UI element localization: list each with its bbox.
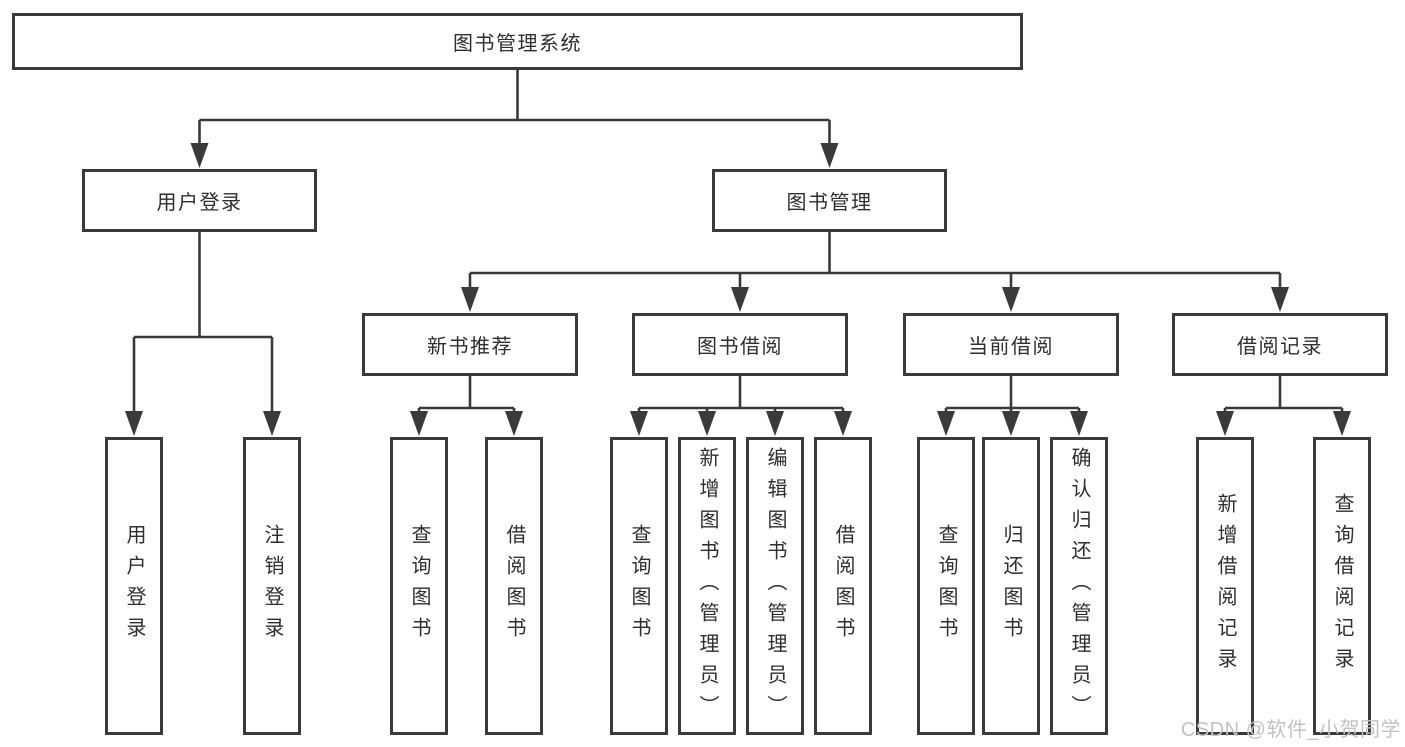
- node-new-book-recommend: 新书推荐: [362, 313, 578, 376]
- node-book-borrow-label: 图书借阅: [697, 336, 783, 358]
- arrowhead: [1070, 411, 1088, 436]
- leaf-label: 确认归还（管理员）: [1068, 446, 1090, 726]
- node-new-book-recommend-label: 新书推荐: [427, 336, 513, 358]
- arrowhead: [834, 411, 852, 436]
- arrowhead: [766, 411, 784, 436]
- leaf-label: 归还图书: [1000, 524, 1022, 648]
- arrowhead: [125, 411, 143, 436]
- leaf-edit-book-admin: 编辑图书（管理员）: [746, 437, 804, 735]
- leaf-query-borrow-record: 查询借阅记录: [1313, 437, 1371, 735]
- arrowhead: [263, 411, 281, 436]
- node-root-label: 图书管理系统: [453, 33, 582, 55]
- leaf-query-book: 查询图书: [917, 437, 975, 735]
- csdn-watermark: CSDN @软件_小贺同学: [1180, 719, 1401, 741]
- arrowhead: [630, 411, 648, 436]
- connector-current-borrow-to-leaves: [937, 376, 1088, 436]
- leaf-label: 新增图书（管理员）: [696, 446, 718, 726]
- arrowhead: [937, 411, 955, 436]
- leaf-label: 注销登录: [261, 524, 283, 648]
- arrowhead: [698, 411, 716, 436]
- leaf-label: 新增借阅记录: [1214, 493, 1236, 679]
- leaf-label: 借阅图书: [503, 524, 525, 648]
- connector-root-to-level2: [190, 70, 839, 168]
- arrowhead: [190, 143, 209, 168]
- node-current-borrow: 当前借阅: [903, 313, 1119, 376]
- node-user-login: 用户登录: [82, 169, 317, 232]
- leaf-label: 查询借阅记录: [1331, 493, 1353, 679]
- arrowhead: [1271, 287, 1289, 312]
- connector-book-management-to-level3: [461, 232, 1289, 312]
- node-book-management: 图书管理: [712, 169, 947, 232]
- arrowhead: [410, 411, 428, 436]
- arrowhead: [461, 287, 479, 312]
- node-root: 图书管理系统: [12, 13, 1023, 70]
- leaf-query-book: 查询图书: [610, 437, 668, 735]
- leaf-user-login: 用户登录: [105, 437, 163, 735]
- leaf-label: 查询图书: [935, 524, 957, 648]
- connector-book-borrow-to-leaves: [630, 376, 852, 436]
- leaf-confirm-return-admin: 确认归还（管理员）: [1050, 437, 1108, 735]
- arrowhead: [1333, 411, 1351, 436]
- node-user-login-label: 用户登录: [156, 192, 243, 214]
- leaf-label: 查询图书: [628, 524, 650, 648]
- arrowhead: [505, 411, 523, 436]
- arrowhead: [820, 143, 839, 168]
- arrowhead: [1002, 411, 1020, 436]
- leaf-return-book: 归还图书: [982, 437, 1040, 735]
- connector-user-login-to-leaves: [125, 232, 281, 436]
- leaf-query-book: 查询图书: [390, 437, 448, 735]
- connector-new-book-recommend-to-leaves: [410, 376, 523, 436]
- node-book-borrow: 图书借阅: [632, 313, 848, 376]
- node-book-management-label: 图书管理: [786, 192, 873, 214]
- node-current-borrow-label: 当前借阅: [968, 336, 1054, 358]
- connector-borrow-record-to-leaves: [1216, 376, 1351, 436]
- leaf-add-borrow-record: 新增借阅记录: [1196, 437, 1254, 735]
- leaf-borrow-book: 借阅图书: [814, 437, 872, 735]
- arrowhead: [1002, 287, 1020, 312]
- leaf-borrow-book: 借阅图书: [485, 437, 543, 735]
- leaf-label: 查询图书: [408, 524, 430, 648]
- leaf-label: 用户登录: [123, 524, 145, 648]
- leaf-add-book-admin: 新增图书（管理员）: [678, 437, 736, 735]
- leaf-label: 编辑图书（管理员）: [764, 446, 786, 726]
- leaf-label: 借阅图书: [832, 524, 854, 648]
- leaf-logout: 注销登录: [243, 437, 301, 735]
- node-borrow-record: 借阅记录: [1172, 313, 1388, 376]
- arrowhead: [1216, 411, 1234, 436]
- node-borrow-record-label: 借阅记录: [1237, 336, 1323, 358]
- arrowhead: [731, 287, 749, 312]
